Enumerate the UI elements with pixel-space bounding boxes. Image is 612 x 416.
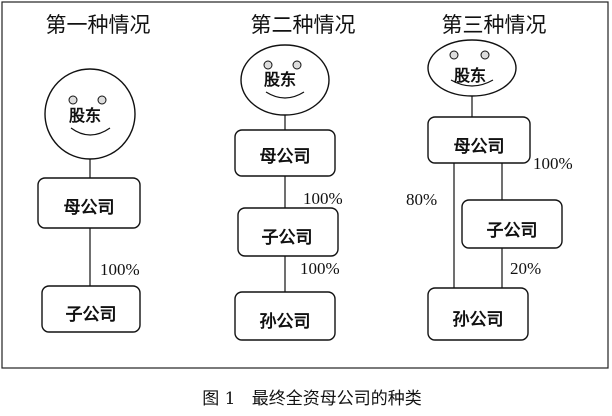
- diagram-border: [1, 1, 609, 369]
- parent-company-label: 母公司: [64, 198, 115, 218]
- scenario-3: 第三种情况 股东 母公司 100% 80% 子公司 20% 孙公司: [406, 13, 573, 341]
- shareholder-label: 股东: [264, 70, 296, 89]
- eye-icon: [97, 95, 107, 105]
- subsidiary-box: [41, 285, 141, 333]
- scenario-1-title: 第一种情况: [46, 13, 151, 37]
- smile-icon: [450, 79, 494, 87]
- grandchild-company-box: [427, 287, 529, 341]
- ownership-percent: 80%: [406, 190, 437, 209]
- scenario-3-shareholder: 股东: [427, 39, 517, 97]
- parent-company-label: 母公司: [454, 137, 505, 157]
- grandchild-company-label: 孙公司: [260, 311, 311, 332]
- eye-icon: [263, 60, 273, 70]
- ownership-percent: 100%: [303, 189, 343, 208]
- parent-company-box: [427, 116, 531, 164]
- eye-icon: [480, 50, 490, 60]
- smile-icon: [70, 127, 111, 136]
- eye-icon: [292, 60, 302, 70]
- subsidiary-label: 子公司: [262, 228, 313, 248]
- ownership-percent: 100%: [100, 260, 140, 279]
- subsidiary-box: [237, 207, 339, 257]
- smile-icon: [265, 91, 305, 99]
- scenario-3-title: 第三种情况: [442, 13, 547, 37]
- ownership-percent: 100%: [533, 154, 573, 173]
- subsidiary-label: 子公司: [66, 305, 117, 325]
- scenario-1-shareholder: 股东: [44, 68, 136, 160]
- ownership-percent: 20%: [510, 259, 541, 278]
- subsidiary-box: [461, 199, 563, 249]
- scenario-2-shareholder: 股东: [240, 44, 330, 116]
- shareholder-label: 股东: [69, 106, 101, 125]
- scenario-1: 第一种情况 股东 母公司 100% 子公司: [37, 13, 151, 333]
- figure-caption: 图 1 最终全资母公司的种类: [202, 389, 421, 409]
- subsidiary-label: 子公司: [487, 221, 538, 241]
- grandchild-company-label: 孙公司: [453, 309, 504, 330]
- grandchild-company-box: [234, 291, 336, 341]
- shareholder-label: 股东: [454, 66, 486, 85]
- eye-icon: [449, 50, 459, 60]
- eye-icon: [68, 95, 78, 105]
- parent-company-label: 母公司: [260, 147, 311, 167]
- scenario-2-title: 第二种情况: [251, 13, 356, 37]
- parent-company-box: [37, 177, 141, 229]
- ownership-percent: 100%: [300, 259, 340, 278]
- scenario-2: 第二种情况 股东 母公司 100% 子公司 100% 孙公司: [234, 13, 356, 341]
